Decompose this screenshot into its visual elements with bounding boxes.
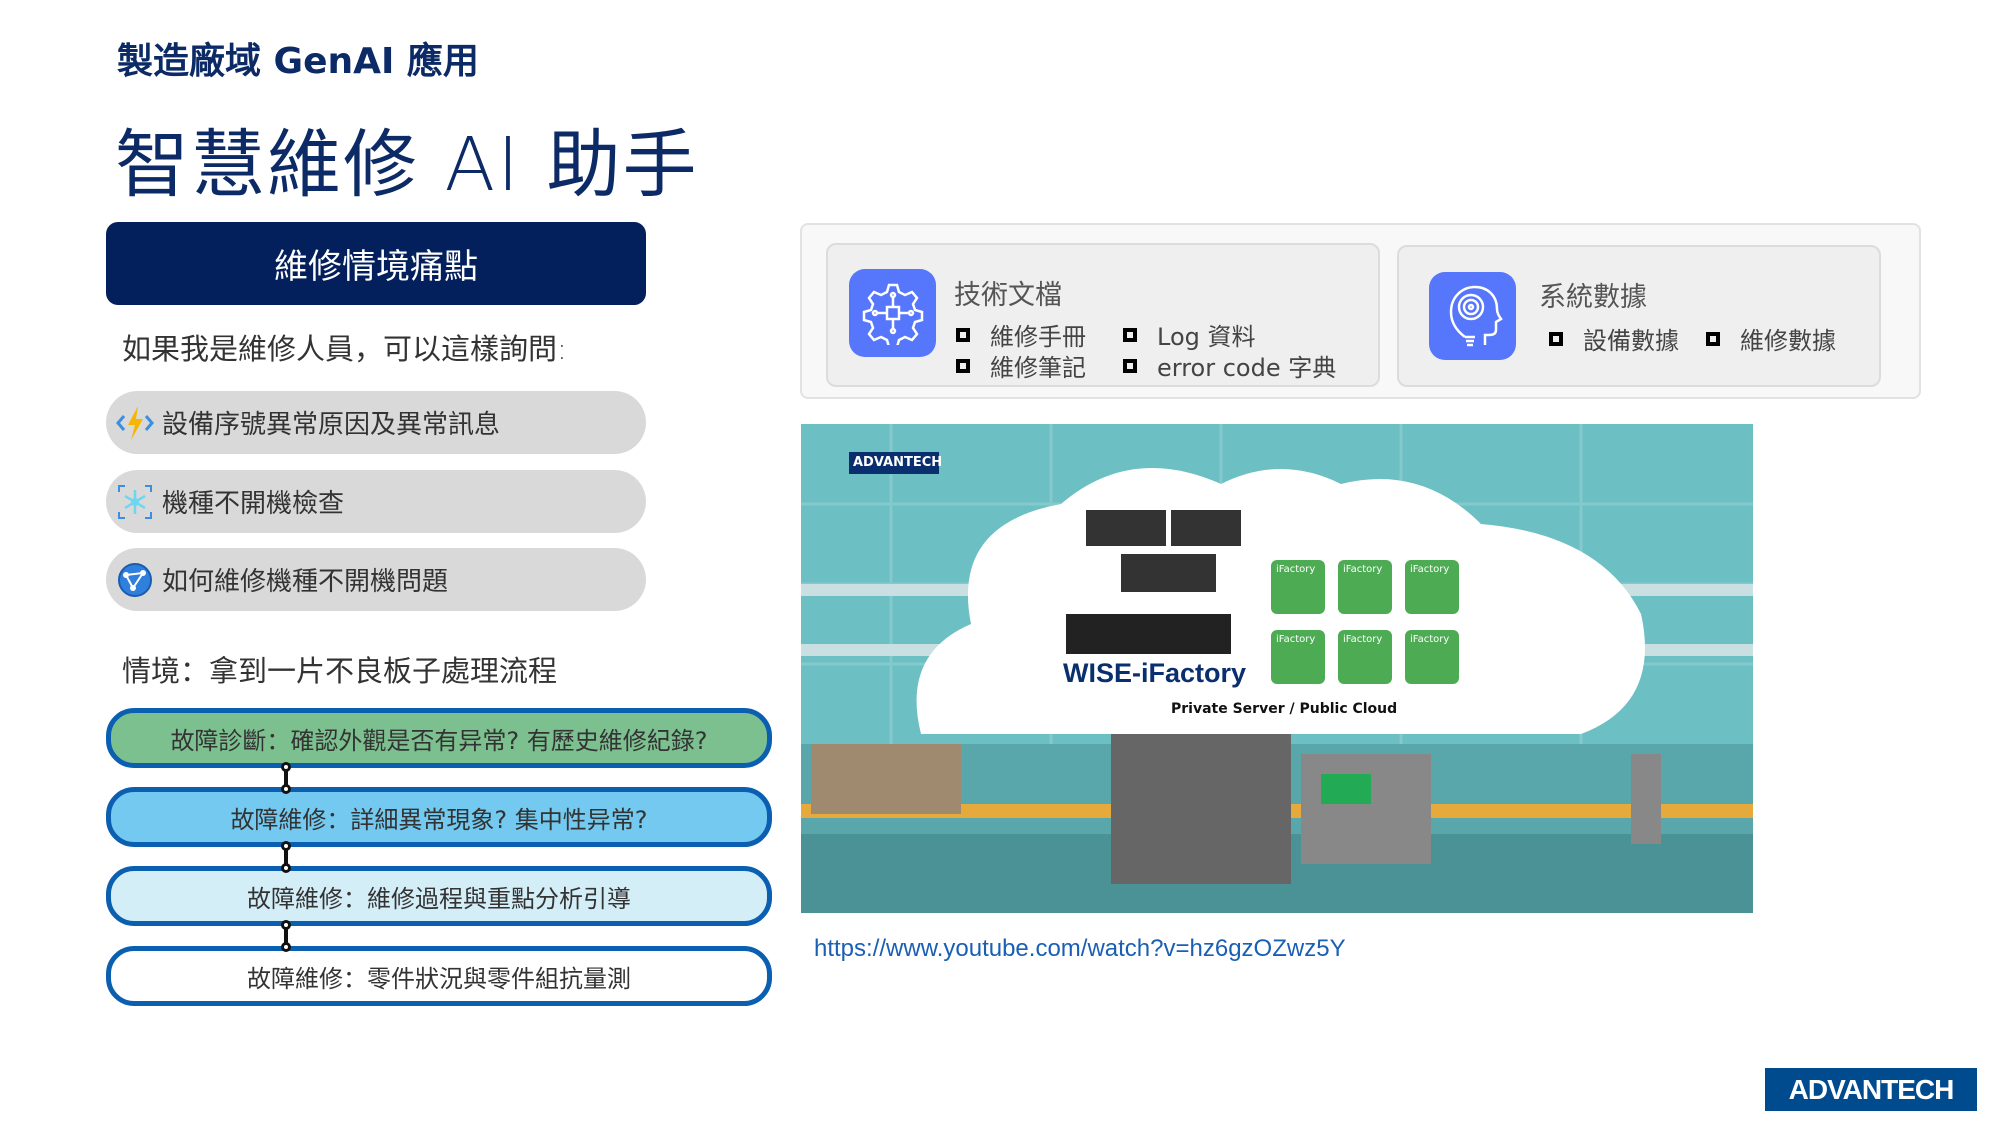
question-label: 如何維修機種不開機問題	[162, 567, 449, 597]
source-item: error code 字典	[1123, 348, 1336, 383]
question-item[interactable]: 如何維修機種不開機問題	[106, 548, 646, 611]
ifactory-tile-label: iFactory	[1276, 564, 1316, 575]
ifactory-tile-label: iFactory	[1343, 564, 1383, 575]
checkbox-icon	[956, 358, 970, 373]
illustration-product: WISE-iFactory	[1063, 658, 1247, 688]
pain-points-button[interactable]: 維修情境痛點	[106, 222, 646, 305]
flow-step-measurement[interactable]: 故障維修：零件狀況與零件組抗量測	[106, 946, 772, 1006]
lightning-code-icon	[116, 404, 154, 442]
question-label: 設備序號異常原因及異常訊息	[162, 410, 501, 440]
checkbox-icon	[1123, 358, 1137, 373]
source-item: 維修筆記	[956, 348, 1086, 383]
illustration-brand: ADVANTECH	[853, 455, 943, 470]
question-item[interactable]: 機種不開機檢查	[106, 470, 646, 533]
flow-step-label: 故障診斷：確認外觀是否有异常? 有歷史維修紀錄?	[170, 726, 708, 755]
checkbox-icon	[1549, 331, 1563, 346]
source-item: Log 資料	[1123, 317, 1256, 352]
system-data-title: 系統數據	[1539, 282, 1647, 313]
checkbox-icon	[1123, 327, 1137, 342]
tech-docs-title: 技術文檔	[954, 280, 1062, 311]
source-item: 設備數據	[1549, 321, 1679, 356]
source-item: 維修手冊	[956, 317, 1086, 352]
network-scan-icon	[116, 483, 154, 521]
youtube-link[interactable]: https://www.youtube.com/watch?v=hz6gzOZw…	[814, 935, 1346, 962]
tech-docs-card: 技術文檔 維修手冊 Log 資料 維修筆記 error code 字典	[826, 243, 1380, 387]
source-item: 維修數據	[1706, 321, 1836, 356]
ifactory-tile-label: iFactory	[1410, 564, 1450, 575]
globe-network-icon	[116, 561, 154, 599]
checkbox-icon	[956, 327, 970, 342]
ifactory-tile-label: iFactory	[1410, 634, 1450, 645]
system-data-card: 系統數據 設備數據 維修數據	[1397, 245, 1881, 387]
section-subtitle: 製造廠域 GenAI 應用	[117, 41, 479, 82]
flow-step-label: 故障維修：維修過程與重點分析引導	[247, 884, 631, 913]
flow-step-diagnosis[interactable]: 故障診斷：確認外觀是否有异常? 有歷史維修紀錄?	[106, 708, 772, 768]
ifactory-tile-label: iFactory	[1276, 634, 1316, 645]
flow-step-guidance[interactable]: 故障維修：維修過程與重點分析引導	[106, 866, 772, 926]
gear-circuit-icon	[849, 269, 936, 357]
flow-step-label: 故障維修：詳細異常現象? 集中性异常?	[230, 805, 648, 834]
head-bulb-icon	[1429, 272, 1516, 360]
question-label: 機種不開機檢查	[162, 489, 345, 519]
flow-step-symptoms[interactable]: 故障維修：詳細異常現象? 集中性异常?	[106, 787, 772, 847]
checkbox-icon	[1706, 331, 1720, 346]
advantech-logo: ADVANTECH	[1765, 1068, 1977, 1111]
page-title: 智慧維修 AI 助手	[115, 122, 699, 208]
scenario-label: 情境：拿到一片不良板子處理流程	[122, 654, 558, 688]
illustration-caption: Private Server / Public Cloud	[1171, 701, 1398, 717]
pain-points-label: 維修情境痛點	[274, 247, 478, 287]
wise-ifactory-illustration[interactable]: ADVANTECH iFactory iFactory iFactory iFa…	[801, 424, 1753, 913]
question-item[interactable]: 設備序號異常原因及異常訊息	[106, 391, 646, 454]
flow-step-label: 故障維修：零件狀況與零件組抗量測	[247, 964, 631, 993]
ask-intro: 如果我是維修人員，可以這樣詢問:	[122, 332, 567, 366]
ifactory-tile-label: iFactory	[1343, 634, 1383, 645]
